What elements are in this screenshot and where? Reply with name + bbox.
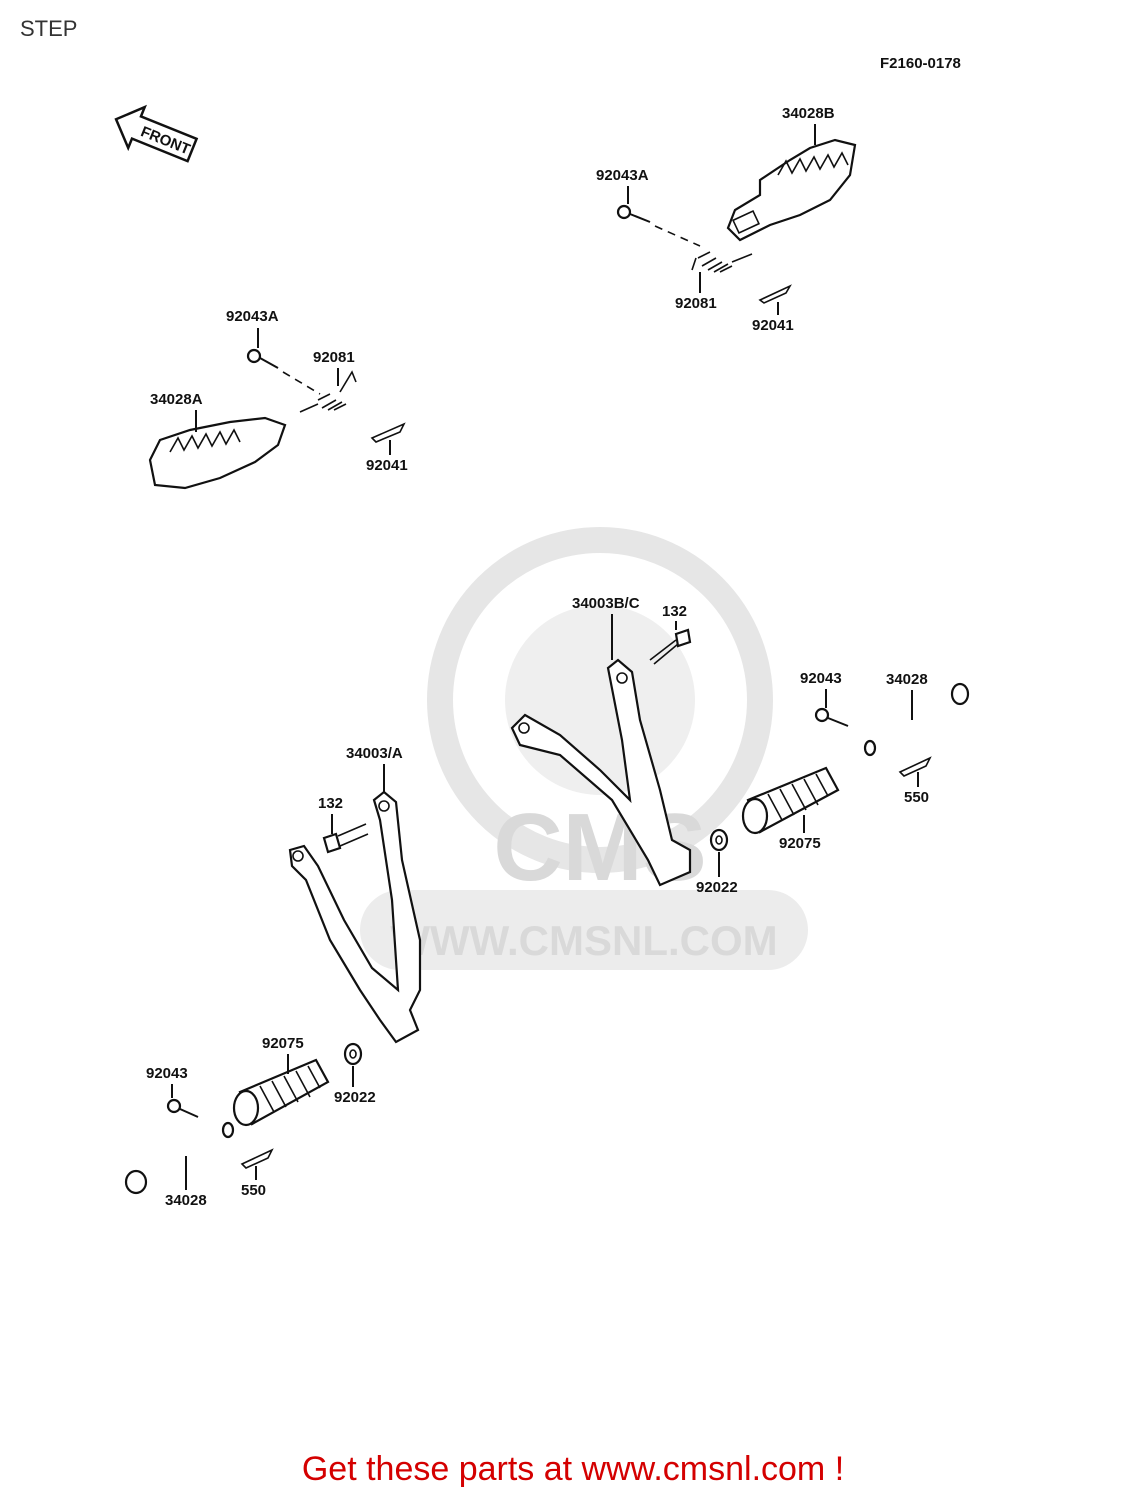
label-pin-left: 92041 bbox=[366, 457, 408, 474]
label-bolt-top-right: 92043A bbox=[596, 167, 649, 184]
pin-top-right-icon bbox=[758, 284, 792, 304]
bolt-top-right-icon bbox=[616, 204, 701, 247]
bracket-left-drawing bbox=[288, 790, 422, 1044]
bolt-132-right-icon bbox=[649, 628, 692, 665]
washer-left-icon bbox=[343, 1042, 363, 1066]
label-shaft-right: 34028 bbox=[886, 671, 928, 688]
bolt-left-icon bbox=[246, 348, 321, 395]
bracket-right-drawing bbox=[510, 658, 692, 887]
footpeg-a-drawing bbox=[148, 416, 287, 490]
washer-right-icon bbox=[709, 828, 729, 852]
label-spring-top-right: 92081 bbox=[675, 295, 717, 312]
label-cotter-right: 550 bbox=[904, 789, 929, 806]
label-pin-top-right: 92041 bbox=[752, 317, 794, 334]
label-bolt-left: 92043A bbox=[226, 308, 279, 325]
cotter-right-icon bbox=[898, 756, 932, 777]
footer-cta-link[interactable]: Get these parts at www.cmsnl.com ! bbox=[301, 1450, 845, 1488]
figure-code: F2160-0178 bbox=[880, 55, 961, 72]
front-arrow-icon: FRONT bbox=[114, 104, 199, 163]
shaft-left-icon bbox=[124, 1121, 235, 1195]
spring-left-icon bbox=[299, 370, 357, 413]
label-bracket-right: 34003B/C bbox=[572, 595, 640, 612]
shaft-right-icon bbox=[863, 682, 970, 757]
bolt-132-left-icon bbox=[322, 823, 369, 854]
label-rubber-right: 92075 bbox=[779, 835, 821, 852]
label-bolt-132-left: 132 bbox=[318, 795, 343, 812]
pin-left-icon bbox=[370, 422, 406, 443]
spring-top-right-icon bbox=[691, 251, 753, 273]
watermark-site-text: WWW.CMSNL.COM bbox=[390, 917, 777, 964]
label-bolt-92043-left: 92043 bbox=[146, 1065, 188, 1082]
label-washer-left: 92022 bbox=[334, 1089, 376, 1106]
label-footpeg-a: 34028A bbox=[150, 391, 203, 408]
rubber-right-icon bbox=[741, 766, 840, 835]
cotter-left-icon bbox=[240, 1148, 274, 1169]
footpeg-b-drawing bbox=[726, 138, 857, 242]
label-rubber-left: 92075 bbox=[262, 1035, 304, 1052]
label-footpeg-b: 34028B bbox=[782, 105, 835, 122]
bolt-92043-right-icon bbox=[814, 707, 849, 727]
page-title: STEP bbox=[20, 16, 78, 41]
label-bolt-92043-right: 92043 bbox=[800, 670, 842, 687]
label-bolt-132-right: 132 bbox=[662, 603, 687, 620]
label-shaft-left: 34028 bbox=[165, 1192, 207, 1209]
label-cotter-left: 550 bbox=[241, 1182, 266, 1199]
rubber-left-icon bbox=[232, 1058, 330, 1127]
label-bracket-left: 34003/A bbox=[346, 745, 403, 762]
label-washer-right: 92022 bbox=[696, 879, 738, 896]
bolt-92043-left-icon bbox=[166, 1098, 199, 1118]
label-spring-left: 92081 bbox=[313, 349, 355, 366]
